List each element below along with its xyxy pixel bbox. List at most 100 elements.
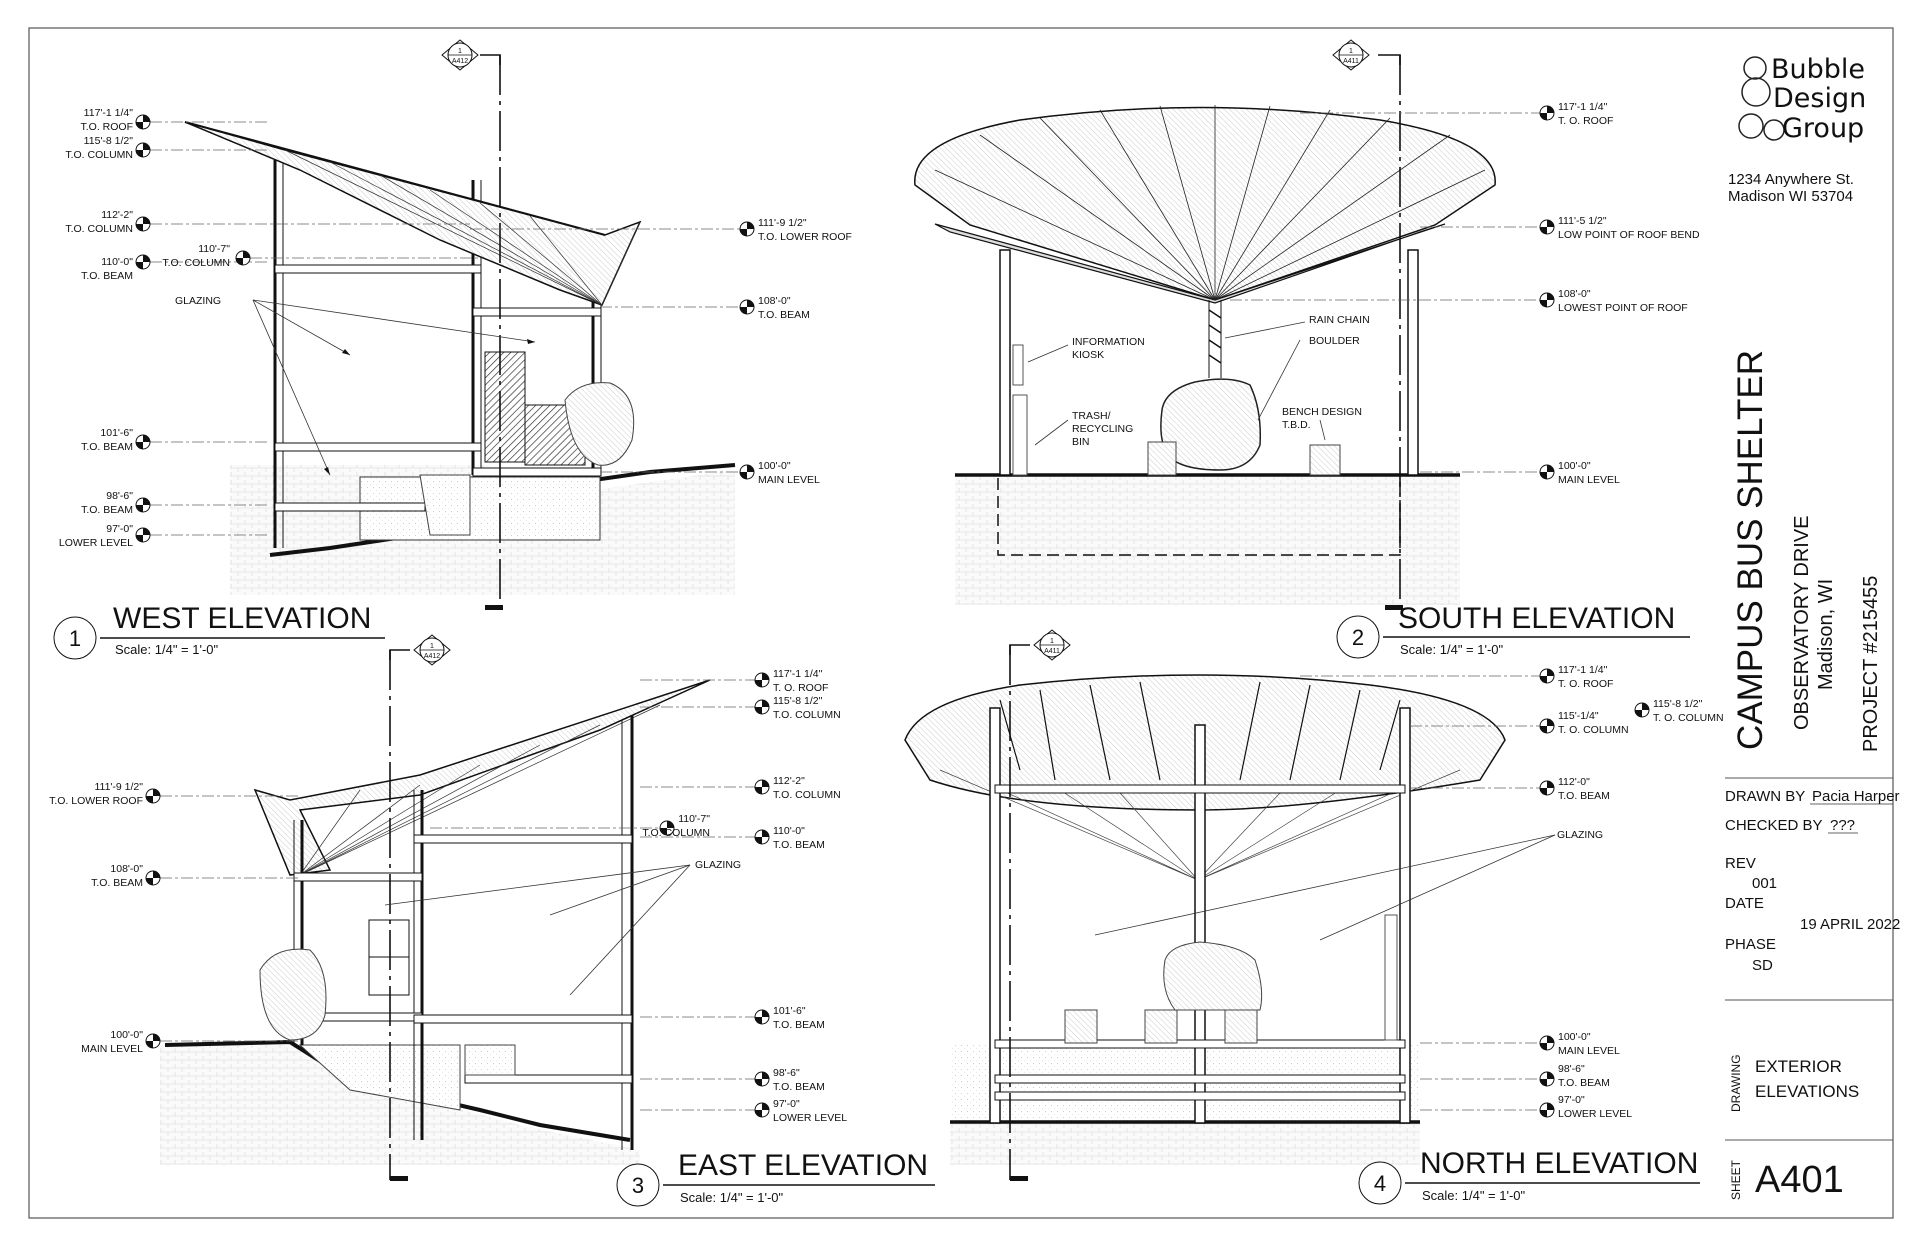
level-value: 112'-2" [101, 209, 133, 221]
level-value: 110'-7" [678, 813, 710, 825]
level-name: LOWER LEVEL [773, 1112, 847, 1124]
level-name: LOWEST POINT OF ROOF [1558, 302, 1688, 314]
level-name: T.O. ROOF [81, 121, 134, 133]
level-value: 111'-5 1/2" [1558, 215, 1607, 227]
level-value: 98'-6" [1558, 1063, 1585, 1075]
level-name: T. O. ROOF [773, 682, 828, 694]
svg-text:A412: A412 [452, 58, 468, 65]
level-value: 112'-0" [1558, 776, 1590, 788]
svg-text:4: 4 [1374, 1171, 1386, 1196]
level-name: T.O. BEAM [773, 839, 825, 851]
level-name: T.O. COLUMN [773, 709, 841, 721]
drawing-title: ELEVATIONS [1755, 1082, 1859, 1101]
level-markers-south: 117'-1 1/4" T. O. ROOF 111'-5 1/2" LOW P… [1230, 101, 1700, 486]
section-mark: 1 A412 [413, 634, 451, 666]
level-markers-west: 117'-1 1/4" T.O. ROOF 115'-8 1/2" T.O. C… [59, 107, 852, 549]
glazing-note: GLAZING [175, 295, 221, 307]
ground-fill [955, 475, 1460, 605]
ground-fill [950, 1120, 1420, 1165]
level-name: T.O. COLUMN [162, 257, 230, 269]
svg-text:3: 3 [632, 1173, 644, 1198]
svg-text:Scale: 1/4" = 1'-0": Scale: 1/4" = 1'-0" [115, 642, 219, 657]
level-name: T.O. BEAM [81, 270, 133, 282]
level-value: 100'-0" [110, 1029, 143, 1041]
level-name: T.O. COLUMN [65, 223, 133, 235]
project-title: CAMPUS BUS SHELTER [1731, 350, 1770, 750]
level-value: 115'-1/4" [1558, 710, 1599, 722]
level-name: T. O. ROOF [1558, 678, 1613, 690]
level-name: T.O. BEAM [81, 504, 133, 516]
level-target-icon [1539, 668, 1650, 1118]
level-name: T.O. BEAM [1558, 1077, 1610, 1089]
level-name: LOW POINT OF ROOF BEND [1558, 229, 1700, 241]
level-value: 115'-8 1/2" [84, 135, 134, 147]
level-value: 101'-6" [773, 1005, 806, 1017]
svg-text:1: 1 [69, 626, 81, 651]
level-name: T.O. LOWER ROOF [49, 795, 143, 807]
svg-text:Bubble: Bubble [1771, 54, 1865, 85]
roof [184, 121, 642, 306]
section-mark: 1 A411 [1332, 39, 1370, 71]
level-value: 98'-6" [106, 490, 133, 502]
checked-by-label: CHECKED BY [1725, 817, 1823, 834]
sheet-number: A401 [1755, 1159, 1844, 1201]
level-name: T. O. COLUMN [1558, 724, 1629, 736]
level-name: MAIN LEVEL [1558, 1045, 1620, 1057]
level-value: 98'-6" [773, 1067, 800, 1079]
section-mark: 1 A412 [441, 39, 479, 71]
view-title: 4 NORTH ELEVATION Scale: 1/4" = 1'-0" [1358, 1147, 1700, 1205]
roof [253, 679, 711, 876]
level-name: MAIN LEVEL [81, 1043, 143, 1055]
level-name: MAIN LEVEL [1558, 474, 1620, 486]
checked-by: ??? [1830, 817, 1855, 834]
west-elevation: GLAZING [53, 39, 852, 660]
phase-label: PHASE [1725, 936, 1776, 953]
note-trash: RECYCLING [1072, 423, 1133, 435]
view-title: 3 EAST ELEVATION Scale: 1/4" = 1'-0" [616, 1149, 935, 1207]
level-name: T.O. COLUMN [773, 789, 841, 801]
firm-address: Madison WI 53704 [1728, 188, 1853, 205]
svg-text:Scale: 1/4" = 1'-0": Scale: 1/4" = 1'-0" [1422, 1188, 1526, 1203]
view-title: 2 SOUTH ELEVATION Scale: 1/4" = 1'-0" [1336, 602, 1690, 659]
svg-text:A411: A411 [1044, 648, 1060, 655]
title-block: Bubble Design Group 1234 Anywhere St. Ma… [1725, 54, 1900, 1201]
level-name: T.O. BEAM [1558, 790, 1610, 802]
level-value: 97'-0" [106, 523, 133, 535]
level-name: T.O. BEAM [758, 309, 810, 321]
level-value: 101'-6" [100, 427, 133, 439]
level-name: T. O. ROOF [1558, 115, 1613, 127]
note-bench: BENCH DESIGN [1282, 406, 1362, 418]
svg-text:EAST ELEVATION: EAST ELEVATION [678, 1149, 928, 1182]
drawing-label: DRAWING [1729, 1054, 1743, 1112]
date: 19 APRIL 2022 [1800, 916, 1900, 933]
level-value: 115'-8 1/2" [773, 695, 823, 707]
project-street: OBSERVATORY DRIVE [1791, 515, 1813, 730]
level-value: 110'-0" [101, 256, 133, 268]
view-number-bubble [53, 616, 97, 660]
svg-text:A412: A412 [424, 653, 440, 660]
firm-logo: Bubble Design Group [1738, 54, 1866, 144]
level-value: 117'-1 1/4" [1558, 664, 1608, 676]
level-value: 111'-9 1/2" [758, 217, 807, 229]
glazing-note: GLAZING [1557, 829, 1603, 841]
level-name: T.O. BEAM [91, 877, 143, 889]
drawing-title: EXTERIOR [1755, 1057, 1842, 1076]
date-label: DATE [1725, 895, 1764, 912]
level-name: T.O. BEAM [773, 1019, 825, 1031]
level-value: 110'-0" [773, 825, 805, 837]
svg-text:Design: Design [1773, 83, 1866, 114]
level-value: 100'-0" [1558, 460, 1591, 472]
level-value: 108'-0" [1558, 288, 1591, 300]
level-name: MAIN LEVEL [758, 474, 820, 486]
glazing-note: GLAZING [695, 859, 741, 871]
level-value: 108'-0" [110, 863, 143, 875]
level-name: T.O. BEAM [773, 1081, 825, 1093]
level-target-icon [1539, 105, 1555, 480]
view-title: 1 WEST ELEVATION Scale: 1/4" = 1'-0" [53, 602, 385, 660]
level-name: T.O. BEAM [81, 441, 133, 453]
south-elevation: INFORMATION KIOSK TRASH/ RECYCLING BIN R… [914, 39, 1700, 659]
phase: SD [1752, 957, 1773, 974]
drawn-by-label: DRAWN BY [1725, 788, 1805, 805]
rev: 001 [1752, 875, 1777, 892]
